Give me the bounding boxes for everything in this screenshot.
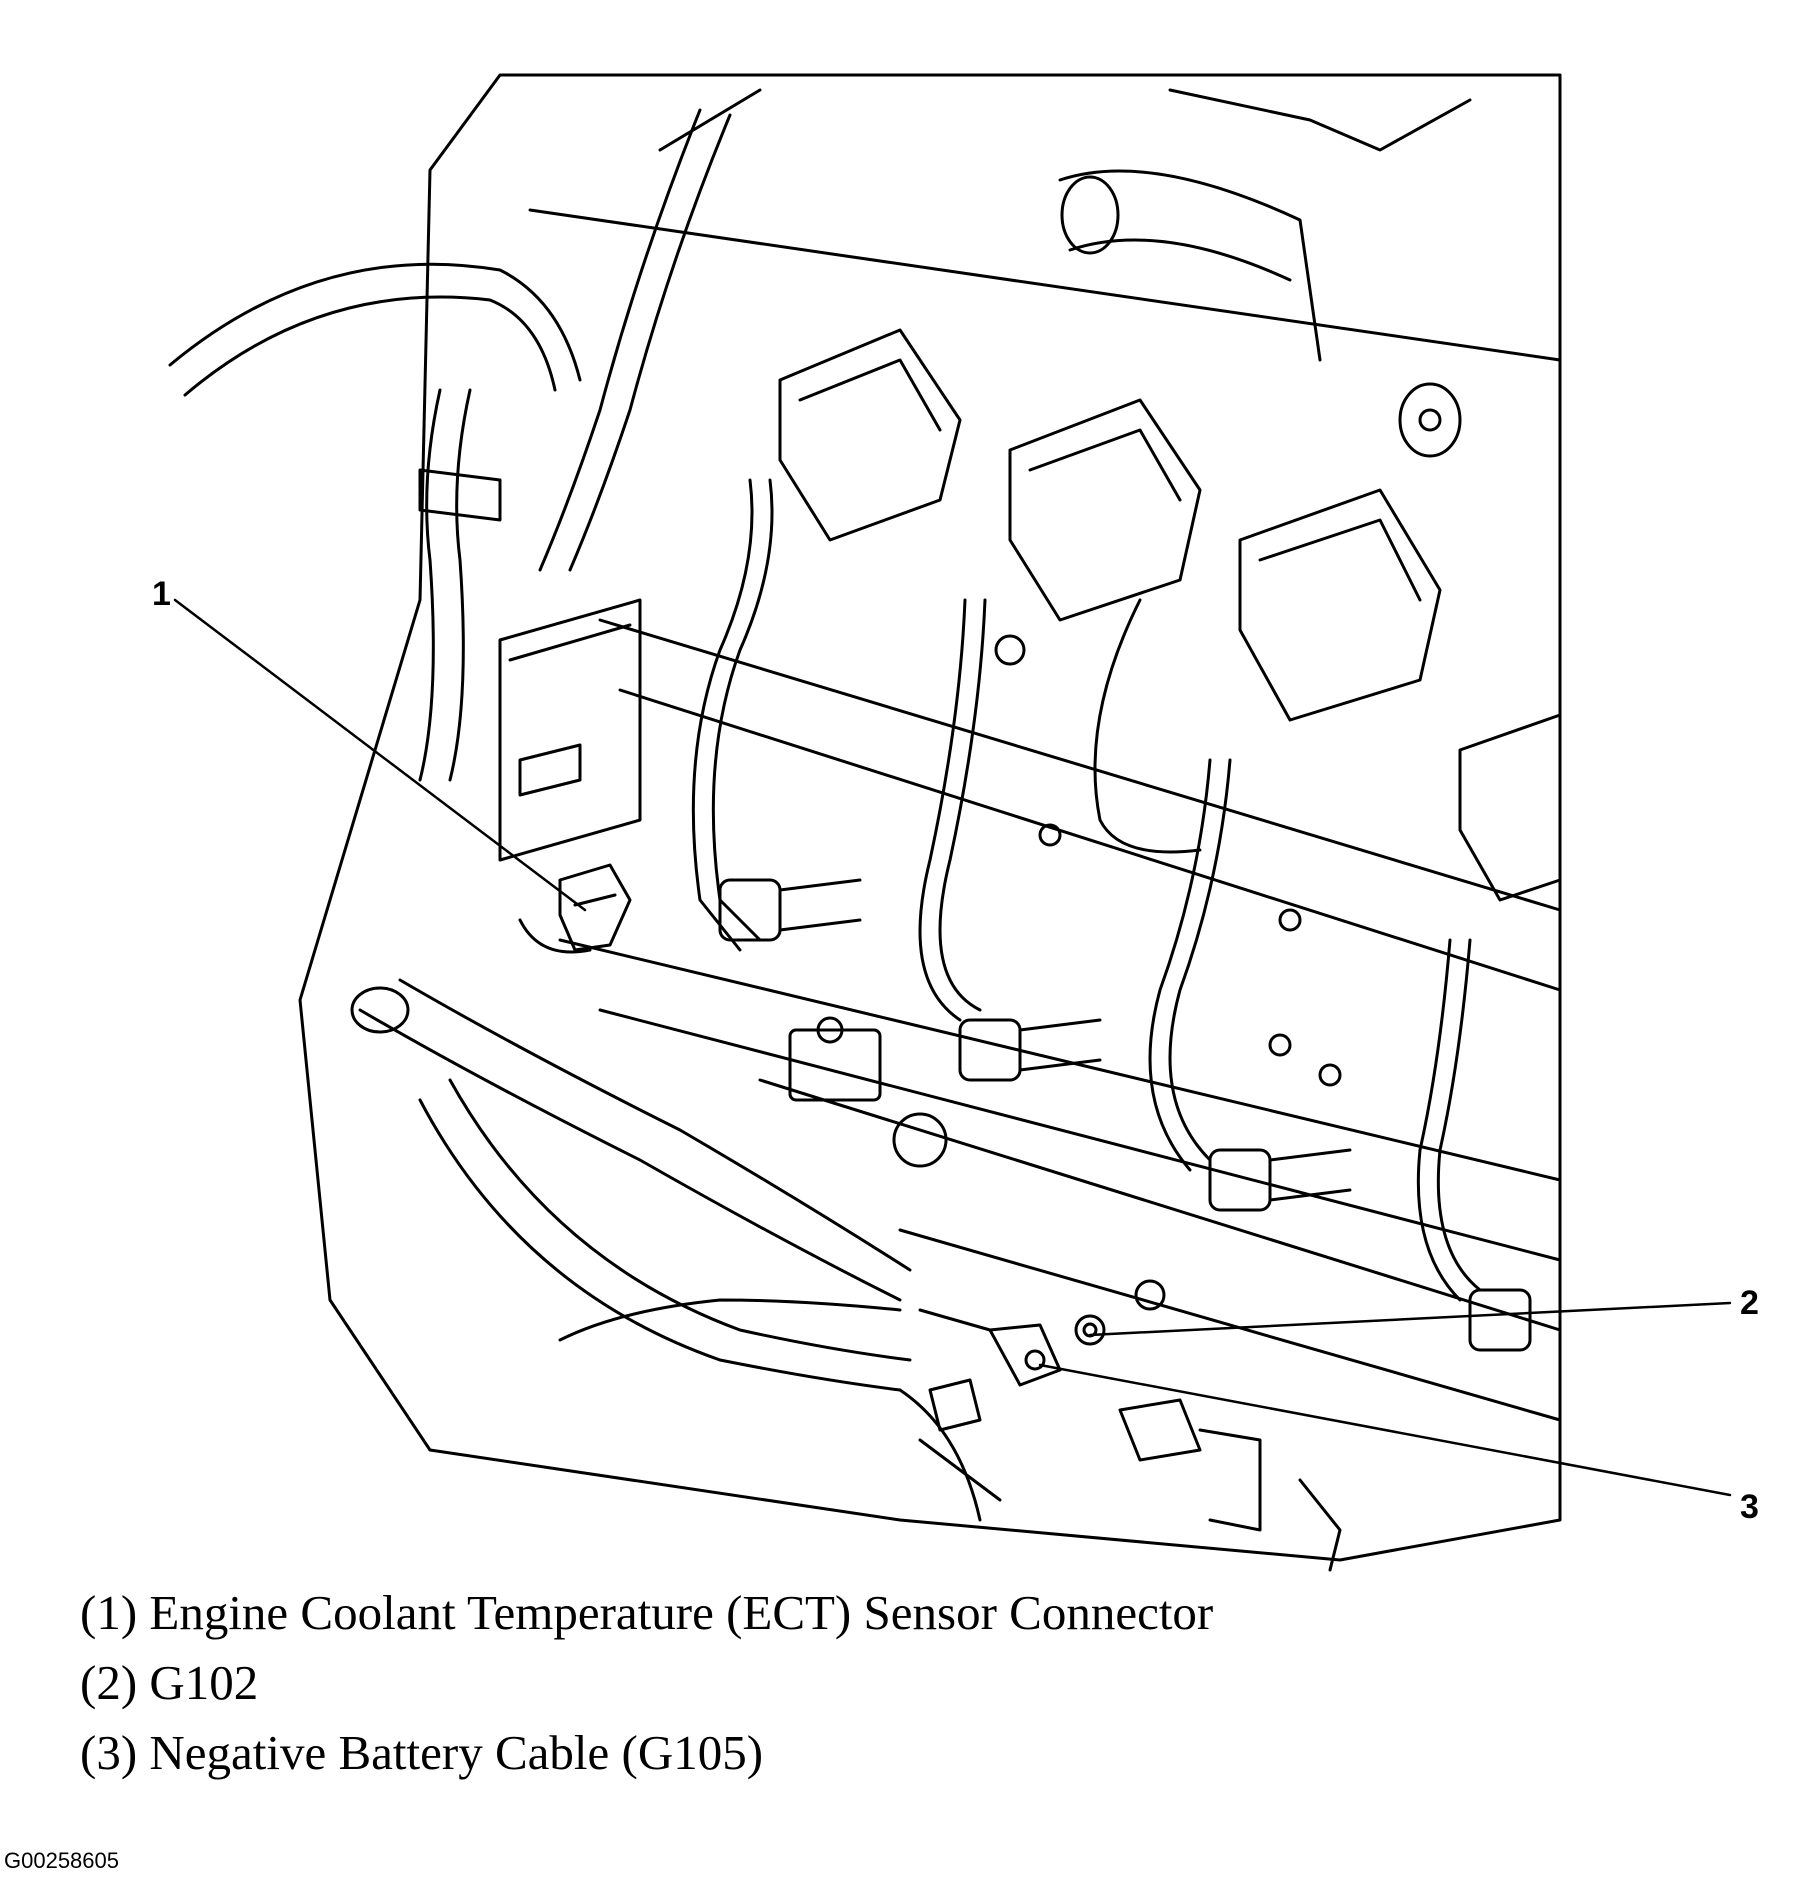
exhaust-ports xyxy=(788,634,1342,1168)
legend-item: (2) G102 xyxy=(80,1658,1213,1728)
ignition-coil-3 xyxy=(1238,488,1442,722)
engine-line-drawing xyxy=(168,73,1732,1572)
wiring-harness xyxy=(168,108,1002,1522)
ect-sensor-connector xyxy=(518,863,632,954)
ground-g105 xyxy=(918,1308,1062,1432)
legend-number: (3) xyxy=(80,1725,138,1780)
leader-lines xyxy=(173,598,1732,1497)
callout-3-label: 3 xyxy=(1740,1488,1759,1526)
ignition-coil-4 xyxy=(1458,713,1562,902)
legend-text: Negative Battery Cable (G105) xyxy=(149,1725,764,1780)
legend-number: (1) xyxy=(80,1585,138,1640)
module-box xyxy=(498,598,642,862)
lower-bracket xyxy=(1118,1398,1342,1572)
legend-number: (2) xyxy=(80,1655,138,1710)
ignition-coil-1 xyxy=(778,328,962,542)
callout-2-label: 2 xyxy=(1740,1284,1759,1322)
spark-plug-boots xyxy=(718,878,1532,1352)
figure-id: G00258605 xyxy=(4,1848,119,1873)
legend-text: G102 xyxy=(149,1655,259,1710)
ignition-coil-2 xyxy=(1008,398,1202,622)
callout-1-label: 1 xyxy=(152,575,171,613)
fuel-rail xyxy=(1058,169,1462,458)
legend: (1) Engine Coolant Temperature (ECT) Sen… xyxy=(80,1588,1213,1798)
spark-plug-wires xyxy=(691,478,1482,1302)
legend-item: (1) Engine Coolant Temperature (ECT) Sen… xyxy=(80,1588,1213,1658)
legend-item: (3) Negative Battery Cable (G105) xyxy=(80,1728,1213,1798)
engine-block xyxy=(298,73,1562,1562)
legend-text: Engine Coolant Temperature (ECT) Sensor … xyxy=(149,1585,1214,1640)
